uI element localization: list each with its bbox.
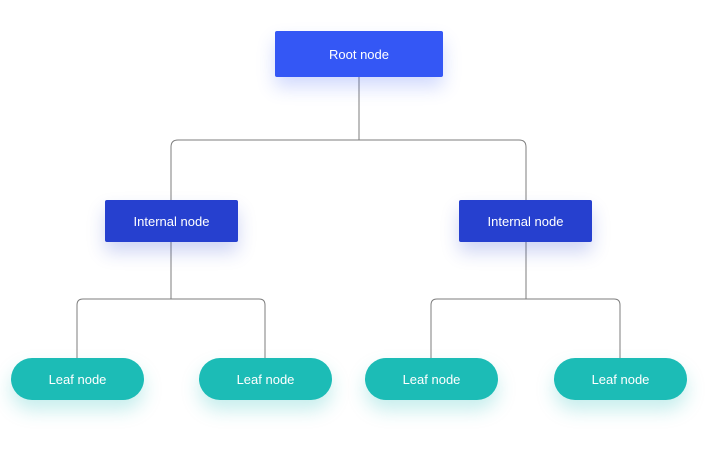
connector-internal-left-to-leaf-2 (171, 298, 266, 358)
internal-node-label: Internal node (133, 213, 210, 229)
leaf-node-label: Leaf node (402, 371, 461, 387)
leaf-node-3: Leaf node (365, 358, 498, 400)
internal-node-left: Internal node (105, 200, 238, 242)
leaf-node-label: Leaf node (48, 371, 107, 387)
connector-root-to-internal-right (359, 139, 527, 200)
leaf-node-label: Leaf node (236, 371, 295, 387)
connector-internal-right-to-leaf-3 (430, 242, 527, 358)
internal-node-right: Internal node (459, 200, 592, 242)
leaf-node-2: Leaf node (199, 358, 332, 400)
leaf-node-1: Leaf node (11, 358, 144, 400)
root-node-label: Root node (329, 46, 389, 62)
connector-internal-left-to-leaf-1 (76, 242, 172, 358)
connector-internal-right-to-leaf-4 (526, 298, 621, 358)
leaf-node-4: Leaf node (554, 358, 687, 400)
connector-root-to-internal-left (170, 77, 360, 200)
leaf-node-label: Leaf node (591, 371, 650, 387)
internal-node-label: Internal node (487, 213, 564, 229)
root-node: Root node (275, 31, 443, 77)
